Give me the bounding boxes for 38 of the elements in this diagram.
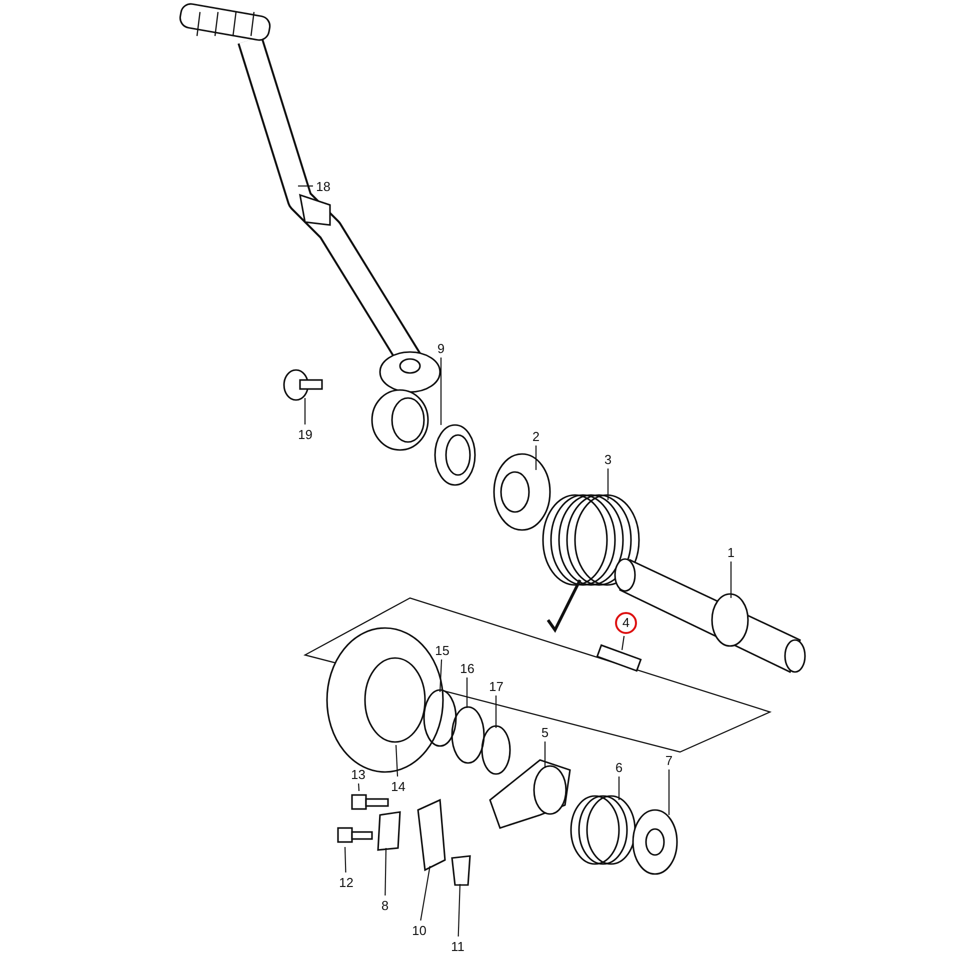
leader-line [344, 846, 346, 873]
callout-number: 19 [297, 426, 314, 442]
leader-line [618, 776, 620, 800]
callout-number: 8 [379, 898, 391, 912]
callout-number: 16 [459, 660, 476, 676]
callout-number: 15 [434, 642, 450, 658]
callout-number: 1 [725, 544, 737, 560]
leader-line [544, 742, 546, 768]
callout-number: 7 [663, 752, 675, 768]
leader-line [668, 770, 670, 815]
callout-number: 6 [613, 760, 625, 774]
callout-number: 14 [390, 778, 406, 794]
leader-line [535, 446, 537, 470]
leader-line [298, 185, 313, 187]
callout-number: 2 [530, 428, 542, 444]
leader-line [395, 744, 398, 777]
callout-number: 4 [615, 612, 637, 634]
callout-number: 17 [488, 678, 504, 694]
callout-number: 3 [602, 452, 614, 466]
leader-line [420, 866, 431, 921]
leader-line [495, 696, 497, 728]
leader-line [384, 848, 387, 896]
callout-number: 5 [539, 724, 551, 740]
leader-line [439, 659, 442, 692]
leader-line [607, 468, 609, 500]
leader-line [730, 562, 732, 598]
callout-number: 11 [450, 938, 466, 954]
callout-number: 10 [411, 922, 428, 938]
leader-line [458, 884, 461, 937]
leader-line [466, 678, 468, 708]
callout-number: 18 [315, 178, 332, 194]
callout-number: 13 [350, 766, 366, 782]
leader-line [358, 783, 360, 792]
callout-number: 12 [338, 874, 354, 890]
callout-number: 9 [435, 340, 447, 356]
leader-line [440, 358, 442, 425]
leader-line [304, 398, 306, 424]
leader-line [621, 636, 625, 650]
